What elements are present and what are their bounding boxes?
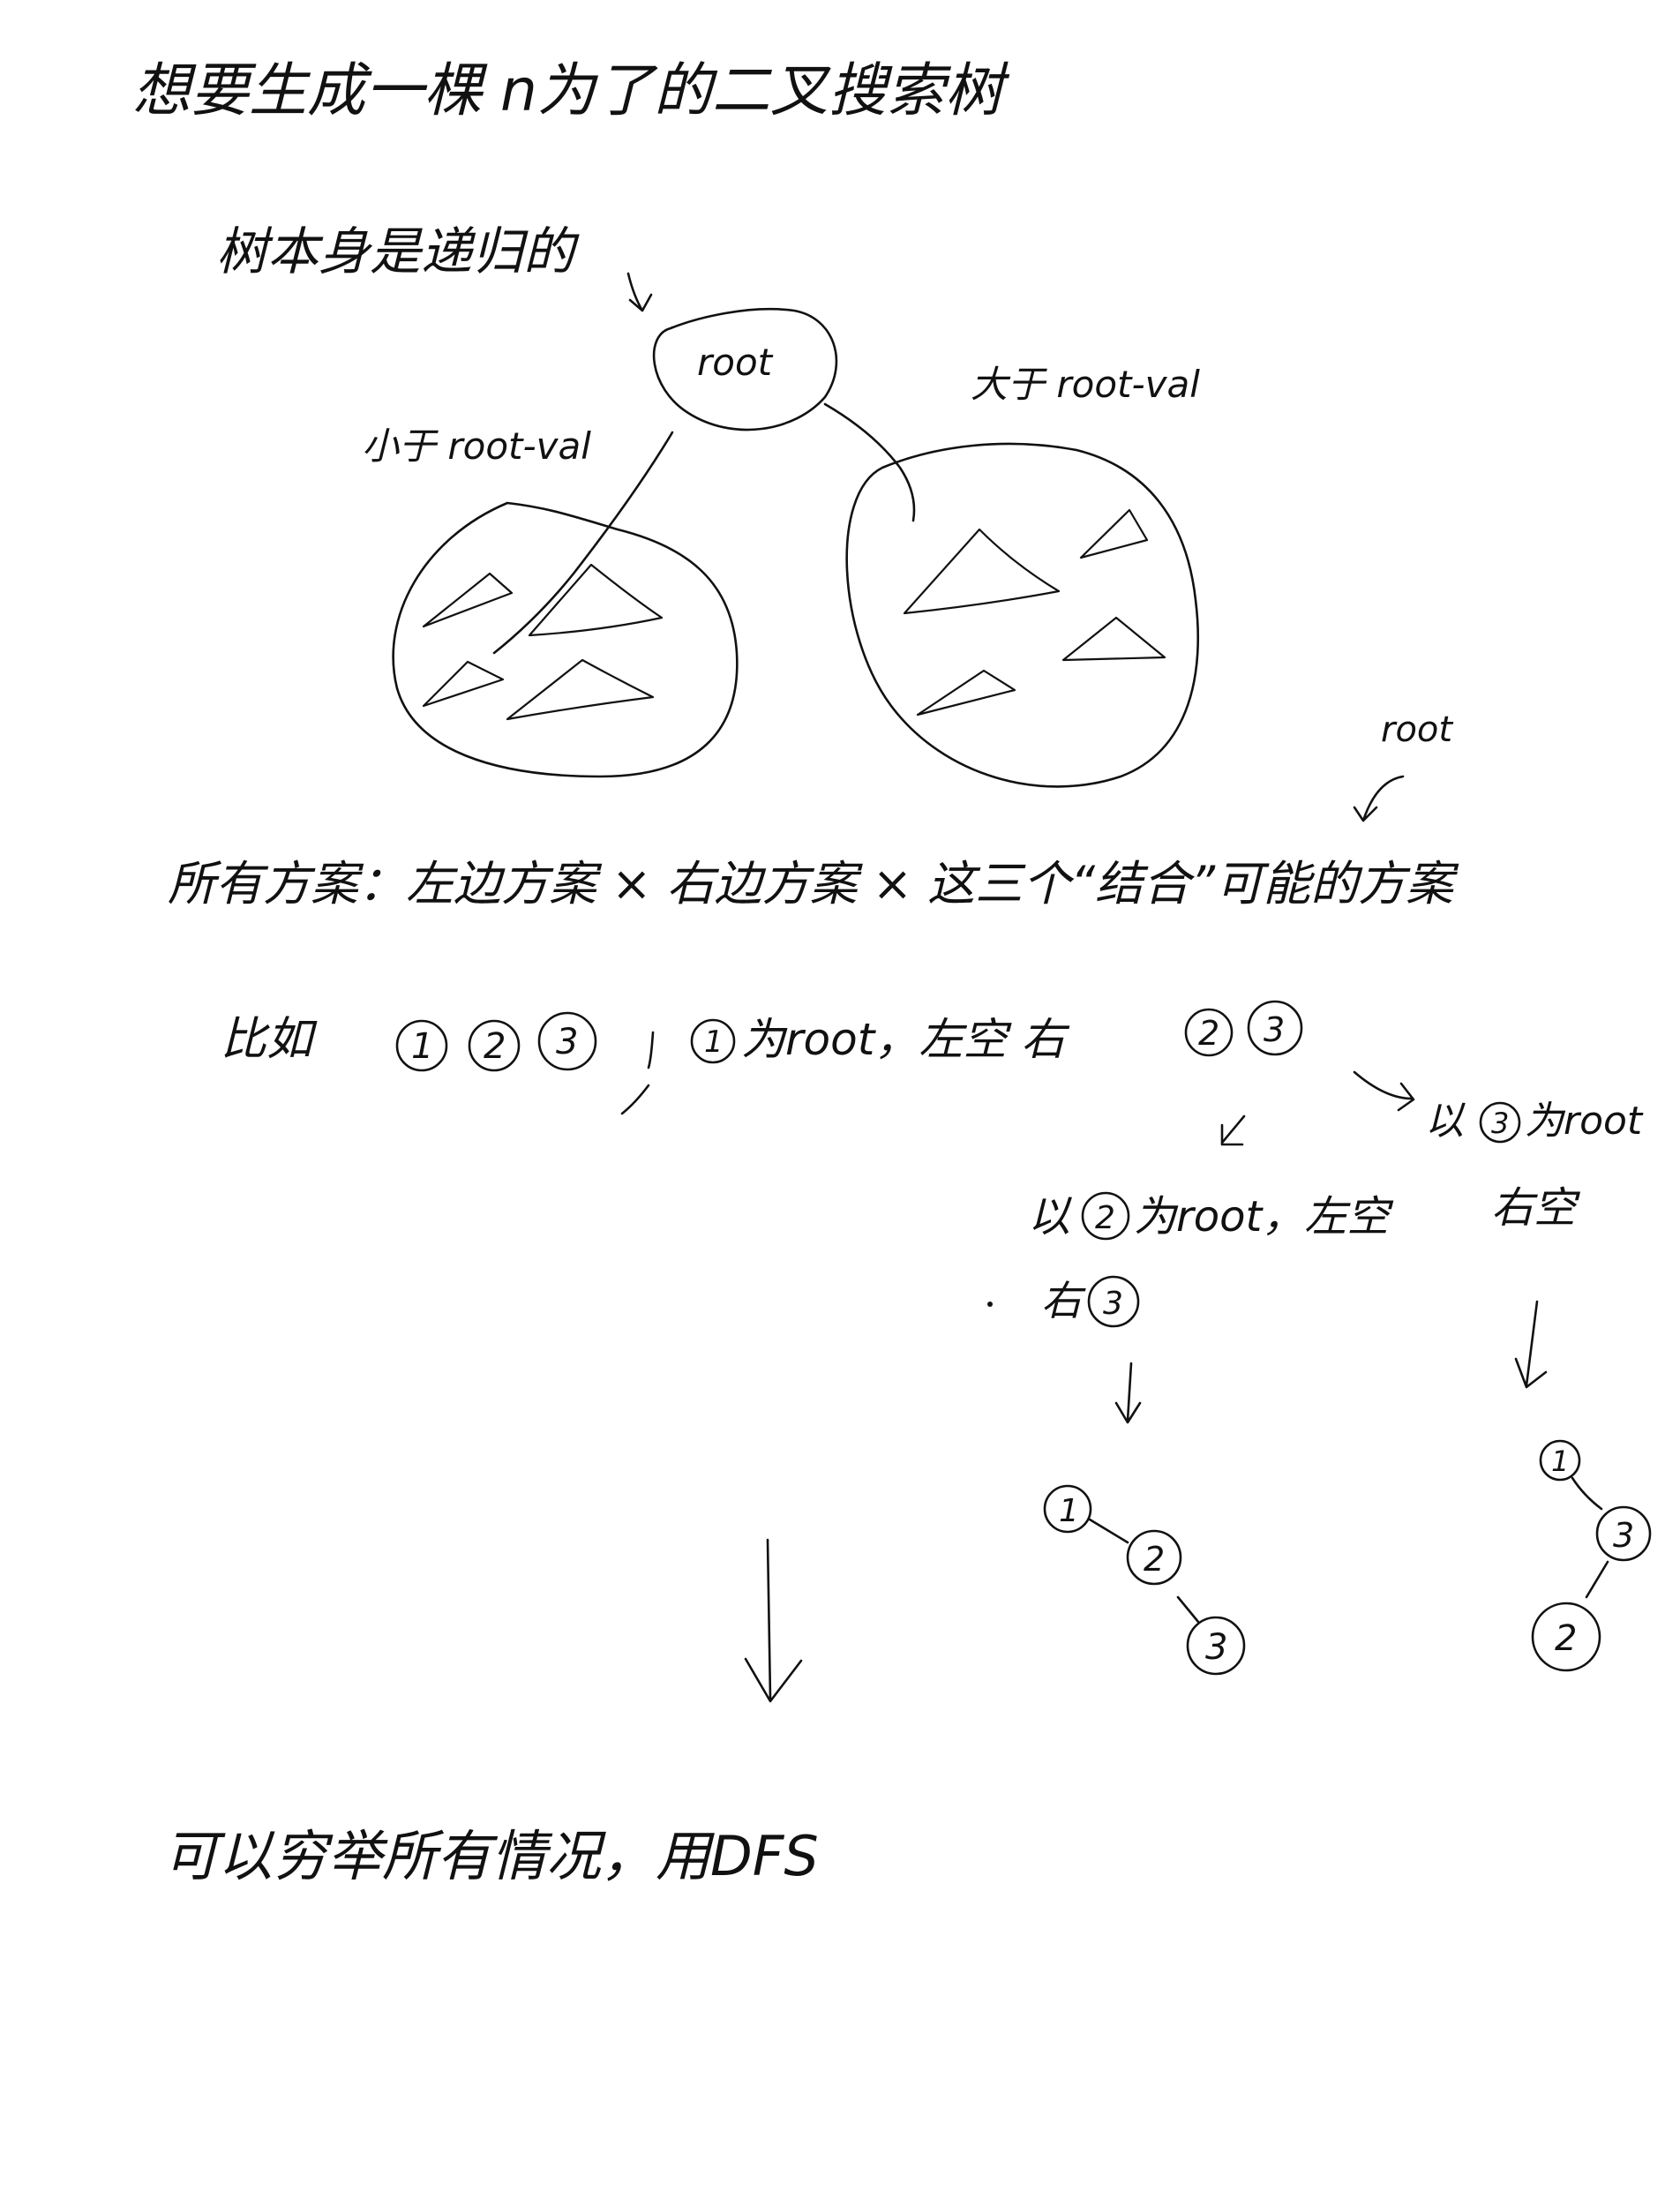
tree-right-edge-1-3 [1571, 1476, 1603, 1511]
tree-right-node-3: 3 [1595, 1505, 1652, 1562]
branch-right-root-node: 3 [1479, 1101, 1521, 1144]
left-subtree-triangle-3 [422, 660, 505, 708]
recursive-note: 树本身是递归的 [216, 221, 580, 281]
branch-left-prefix: 以 [1028, 1192, 1072, 1242]
svg-text:1: 1 [1059, 1493, 1079, 1529]
tree-right-node-2: 2 [1531, 1602, 1601, 1672]
svg-text:1: 1 [411, 1026, 433, 1067]
tree-left-node-2: 2 [1126, 1529, 1182, 1586]
branch-left-right-text: 右 [1041, 1277, 1086, 1324]
tree-right-edge-3-2 [1585, 1560, 1609, 1599]
svg-text:2: 2 [484, 1026, 506, 1067]
right-subtree-triangle-3 [1061, 616, 1166, 662]
arrow-branch-left [1220, 1114, 1246, 1146]
example-node-1: 1 [395, 1019, 448, 1072]
count-formula: 所有方案：左边方案 × 右边方案 × 这三个“结合”可能的方案 [168, 856, 1459, 912]
left-subtree-triangle-1 [422, 572, 514, 628]
right-subtree-triangle-1 [903, 528, 1061, 615]
branch-left-right-node: 3 [1087, 1275, 1140, 1328]
svg-text:2: 2 [1095, 1200, 1115, 1236]
right-subtree-label: 大于 root-val [971, 363, 1200, 406]
svg-text:2: 2 [1198, 1014, 1219, 1053]
example-node-2: 2 [468, 1019, 521, 1072]
svg-text:1: 1 [704, 1024, 724, 1060]
root-annotation: root [1381, 709, 1453, 750]
example-node-3: 3 [537, 1011, 597, 1071]
svg-text:1: 1 [1551, 1444, 1569, 1478]
arrow-to-root [626, 272, 653, 312]
tree-left-node-1: 1 [1043, 1484, 1092, 1534]
tree-left-edge-1-2 [1088, 1518, 1129, 1544]
left-subtree-label: 小于 root-val [362, 424, 591, 468]
svg-text:2: 2 [1144, 1540, 1165, 1579]
svg-text:3: 3 [1613, 1516, 1634, 1555]
svg-text:3: 3 [556, 1022, 578, 1062]
arrow-down-left-tree [1114, 1362, 1142, 1424]
arrow-to-conclusion [744, 1538, 803, 1703]
arrow-down-right-tree [1514, 1300, 1548, 1389]
left-subtree-triangle-2 [528, 563, 664, 637]
svg-text:3: 3 [1103, 1286, 1123, 1322]
arrow-branch-right [1353, 1070, 1415, 1112]
example-prefix: 比如 [221, 1013, 318, 1066]
root-node-label: root [697, 341, 774, 384]
left-subtree-region [392, 501, 739, 778]
case1-node-3: 3 [1247, 1000, 1303, 1056]
branch-right-prefix: 以 [1425, 1099, 1466, 1144]
branch-left-root-node: 2 [1081, 1191, 1130, 1241]
branch-left-text: 为root，左空 [1134, 1192, 1394, 1242]
right-subtree-triangle-4 [916, 669, 1016, 717]
branch-right-right-text: 右空 [1491, 1183, 1581, 1233]
left-subtree-triangle-4 [506, 658, 655, 721]
svg-text:3: 3 [1491, 1107, 1509, 1140]
tree-right-node-1: 1 [1539, 1439, 1581, 1482]
edge-root-right [823, 402, 916, 522]
case1-node-1: 1 [690, 1018, 736, 1064]
svg-text:2: 2 [1555, 1618, 1577, 1659]
svg-text:3: 3 [1264, 1010, 1285, 1049]
arrow-root-annotation [1353, 775, 1405, 822]
tree-left-edge-2-3 [1176, 1595, 1200, 1624]
comma-stroke [620, 1031, 655, 1115]
title-text: 想要生成一棵 n为了的二叉搜索树 [132, 56, 1010, 124]
right-subtree-triangle-2 [1079, 508, 1149, 559]
case1-node-2: 2 [1184, 1008, 1234, 1057]
tree-left-node-3: 3 [1186, 1616, 1246, 1676]
case1-text: 为root，左空 右 [741, 1014, 1070, 1065]
root-node-circle [652, 307, 838, 431]
right-subtree-region [845, 442, 1200, 788]
branch-right-text: 为root [1525, 1099, 1644, 1144]
ink-dot [987, 1302, 993, 1307]
conclusion-text: 可以穷举所有情况，用DFS [163, 1824, 819, 1888]
svg-text:3: 3 [1205, 1627, 1227, 1668]
edge-root-left [492, 431, 674, 655]
